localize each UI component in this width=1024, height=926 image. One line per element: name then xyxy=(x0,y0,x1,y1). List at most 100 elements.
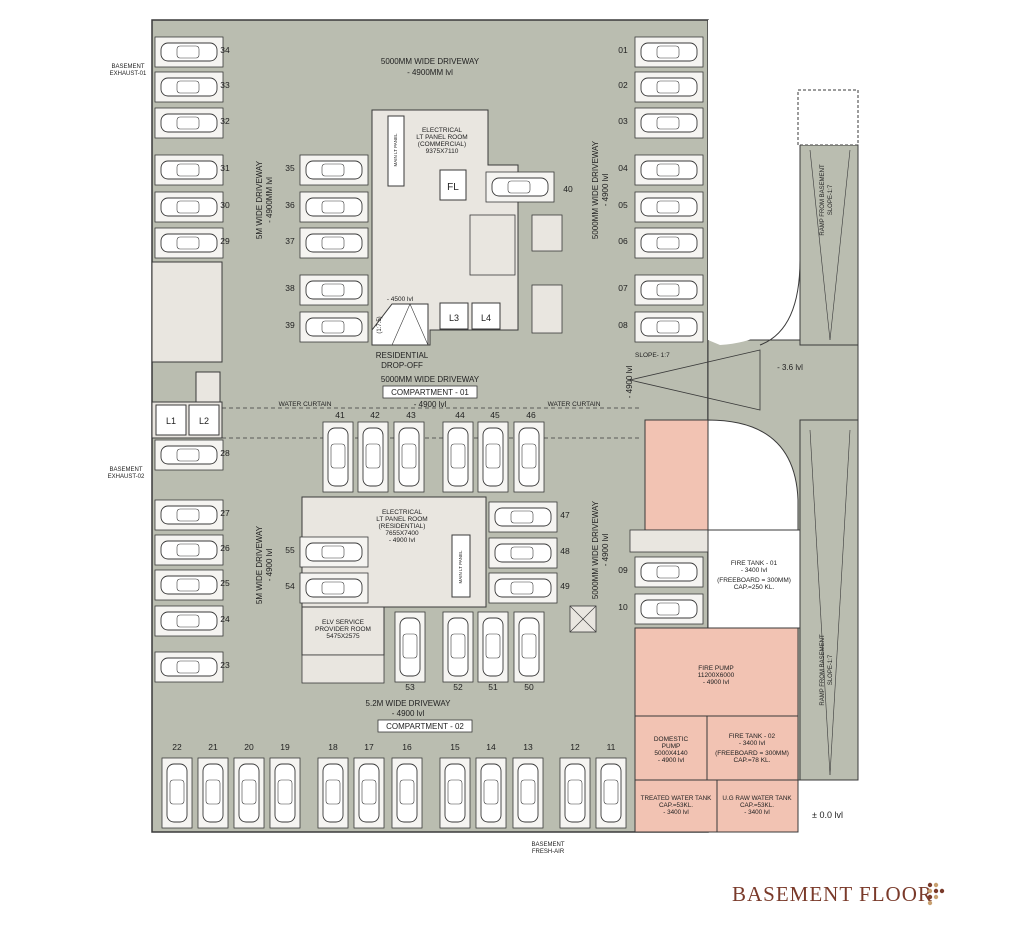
car-roof xyxy=(521,633,537,659)
car-roof xyxy=(176,660,200,674)
driveway-bottom-label: 5.2M WIDE DRIVEWAY xyxy=(366,699,452,708)
parking-bay: 06 xyxy=(618,227,704,259)
car-icon xyxy=(564,763,586,823)
parking-number: 34 xyxy=(220,45,230,55)
car-roof xyxy=(485,633,501,659)
parking-number: 49 xyxy=(560,581,570,591)
car-roof xyxy=(176,578,200,592)
car-icon xyxy=(447,617,469,677)
driveway-left-top-label: 5M WIDE DRIVEWAY xyxy=(255,160,264,239)
parking-bay: 26 xyxy=(154,534,230,566)
parking-number: 36 xyxy=(285,200,295,210)
slope-arrow xyxy=(629,349,761,411)
car-icon xyxy=(160,113,218,133)
ramp-top-end xyxy=(797,89,859,146)
car-roof xyxy=(176,200,200,214)
car-roof xyxy=(520,779,536,805)
right-vertical-lvl: - 4900 lvl xyxy=(625,366,634,399)
ramp-top-text2: SLOPE-1:7 xyxy=(828,184,834,215)
driveway-right-bottom-label: 5000MM WIDE DRIVEWAY xyxy=(591,500,600,599)
parking-number: 52 xyxy=(453,682,463,692)
parking-number: 21 xyxy=(208,742,218,752)
parking-number: 35 xyxy=(285,163,295,173)
lift-l1 xyxy=(155,404,187,436)
parking-number: 18 xyxy=(328,742,338,752)
lift-l4 xyxy=(471,302,501,330)
parking-number: 46 xyxy=(526,410,536,420)
main-lt-panel-residential xyxy=(451,534,471,598)
parking-bay: 14 xyxy=(475,742,507,829)
parking-number: 20 xyxy=(244,742,254,752)
elec-c-1: ELECTRICAL xyxy=(422,127,462,134)
parking-number: 11 xyxy=(607,742,616,752)
driveway-right-bottom-lvl: - 4900 lvl xyxy=(601,534,610,567)
elec-r-3: (RESIDENTIAL) xyxy=(379,523,426,530)
parking-number: 27 xyxy=(220,508,230,518)
treated-water-tank xyxy=(634,779,718,833)
compartment1-lvl: - 4900 lvl xyxy=(414,400,447,409)
raw-1: U.G RAW WATER TANK xyxy=(722,795,792,802)
car-roof xyxy=(656,200,680,214)
car-roof xyxy=(321,320,345,334)
parking-bay: 03 xyxy=(618,107,704,139)
fire-tank2-1: FIRE TANK - 02 xyxy=(729,733,776,740)
treated-2: CAP.=53KL. xyxy=(659,802,693,809)
elec-r-5: - 4900 lvl xyxy=(389,537,416,544)
parking-number: 33 xyxy=(220,80,230,90)
parking-bay: 05 xyxy=(618,191,704,223)
slope-label: SLOPE- 1:7 xyxy=(635,352,670,359)
car-roof xyxy=(485,443,501,469)
parking-number: 50 xyxy=(524,682,534,692)
car-icon xyxy=(480,763,502,823)
ramp-bottom xyxy=(799,419,859,781)
parking-number: 25 xyxy=(220,578,230,588)
fire-stair xyxy=(644,419,709,531)
ramp-top xyxy=(799,144,859,346)
parking-number: 30 xyxy=(220,200,230,210)
car-icon xyxy=(640,77,698,97)
exhaust1-line2: EXHAUST-01 xyxy=(110,71,147,77)
parking-bay: 55 xyxy=(285,536,369,568)
parking-bay: 27 xyxy=(154,499,230,531)
car-icon xyxy=(160,233,218,253)
car-roof xyxy=(399,779,415,805)
parking-number: 02 xyxy=(618,80,628,90)
parking-bay: 23 xyxy=(154,651,230,683)
parking-bay: 41 xyxy=(322,410,354,493)
parking-bay: 31 xyxy=(154,154,230,186)
car-roof xyxy=(241,779,257,805)
car-roof xyxy=(176,80,200,94)
parking-number: 06 xyxy=(618,236,628,246)
fire-tank1-2: - 3400 lvl xyxy=(741,567,768,574)
car-icon xyxy=(640,233,698,253)
plan-title: BASEMENT FLOOR xyxy=(732,882,933,906)
lift-l4-label: L4 xyxy=(481,313,491,323)
car-roof xyxy=(321,163,345,177)
car-icon xyxy=(640,197,698,217)
parking-bay: 24 xyxy=(154,605,230,637)
raw-2: CAP.=53KL. xyxy=(740,802,774,809)
shaft-a xyxy=(531,214,563,252)
compartment1-label: COMPARTMENT - 01 xyxy=(391,388,469,397)
fire-pump-1: FIRE PUMP xyxy=(698,665,733,672)
exhaust1-line1: BASEMENT xyxy=(111,64,144,70)
ramp-top-text1: RAMP FROM BASEMENT xyxy=(820,164,826,236)
fire-pump-3: - 4900 lvl xyxy=(703,679,730,686)
parking-bay: 07 xyxy=(618,274,704,306)
parking-bay: 11 xyxy=(595,742,627,829)
elec-c-2: LT PANEL ROOM xyxy=(416,134,467,141)
domestic-1: DOMESTIC xyxy=(654,736,689,743)
car-icon xyxy=(238,763,260,823)
car-icon xyxy=(160,611,218,631)
parking-bay: 42 xyxy=(357,410,389,493)
ramp-ratio: (1:7.5) xyxy=(377,316,383,333)
parking-number: 13 xyxy=(523,742,533,752)
parking-bay: 49 xyxy=(488,572,570,604)
car-icon xyxy=(160,540,218,560)
driveway-left-bottom-lvl: - 4900 lvl xyxy=(265,549,274,582)
parking-number: 41 xyxy=(335,410,345,420)
parking-bay: 19 xyxy=(269,742,301,829)
parking-number: 51 xyxy=(488,682,498,692)
parking-bay: 16 xyxy=(391,742,423,829)
car-icon xyxy=(398,427,420,487)
